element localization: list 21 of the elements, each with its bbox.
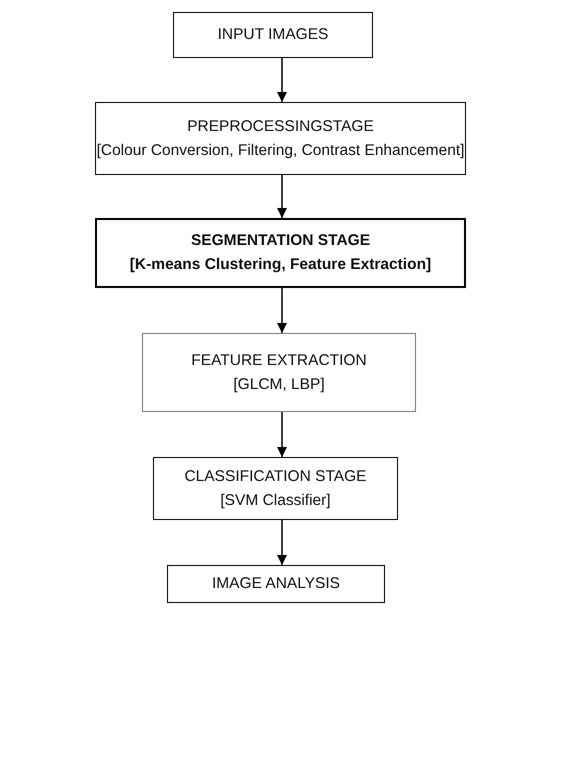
stage-details: [K-means Clustering, Feature Extraction] xyxy=(130,256,432,274)
process-box xyxy=(153,457,398,520)
stage-title: CLASSIFICATION STAGE xyxy=(184,468,366,486)
stage-title: PREPROCESSINGSTAGE xyxy=(187,118,374,136)
arrow xyxy=(277,520,287,565)
process-box xyxy=(95,102,466,175)
stage-title: IMAGE ANALYSIS xyxy=(212,575,340,593)
arrow xyxy=(277,288,287,333)
stage-details: [Colour Conversion, Filtering, Contrast Enhancement] xyxy=(96,142,464,160)
arrow xyxy=(277,175,287,218)
stage-title: SEGMENTATION STAGE xyxy=(190,232,370,250)
stage-details: [GLCM, LBP] xyxy=(233,376,325,394)
process-box xyxy=(142,333,416,412)
stage-details: [SVM Classifier] xyxy=(220,492,331,510)
stage-title: INPUT IMAGES xyxy=(218,26,328,44)
arrow xyxy=(277,58,287,102)
arrow xyxy=(277,412,287,457)
process-box xyxy=(173,12,373,58)
process-box xyxy=(95,218,466,288)
stage-title: FEATURE EXTRACTION xyxy=(191,352,367,370)
process-box xyxy=(167,565,385,603)
